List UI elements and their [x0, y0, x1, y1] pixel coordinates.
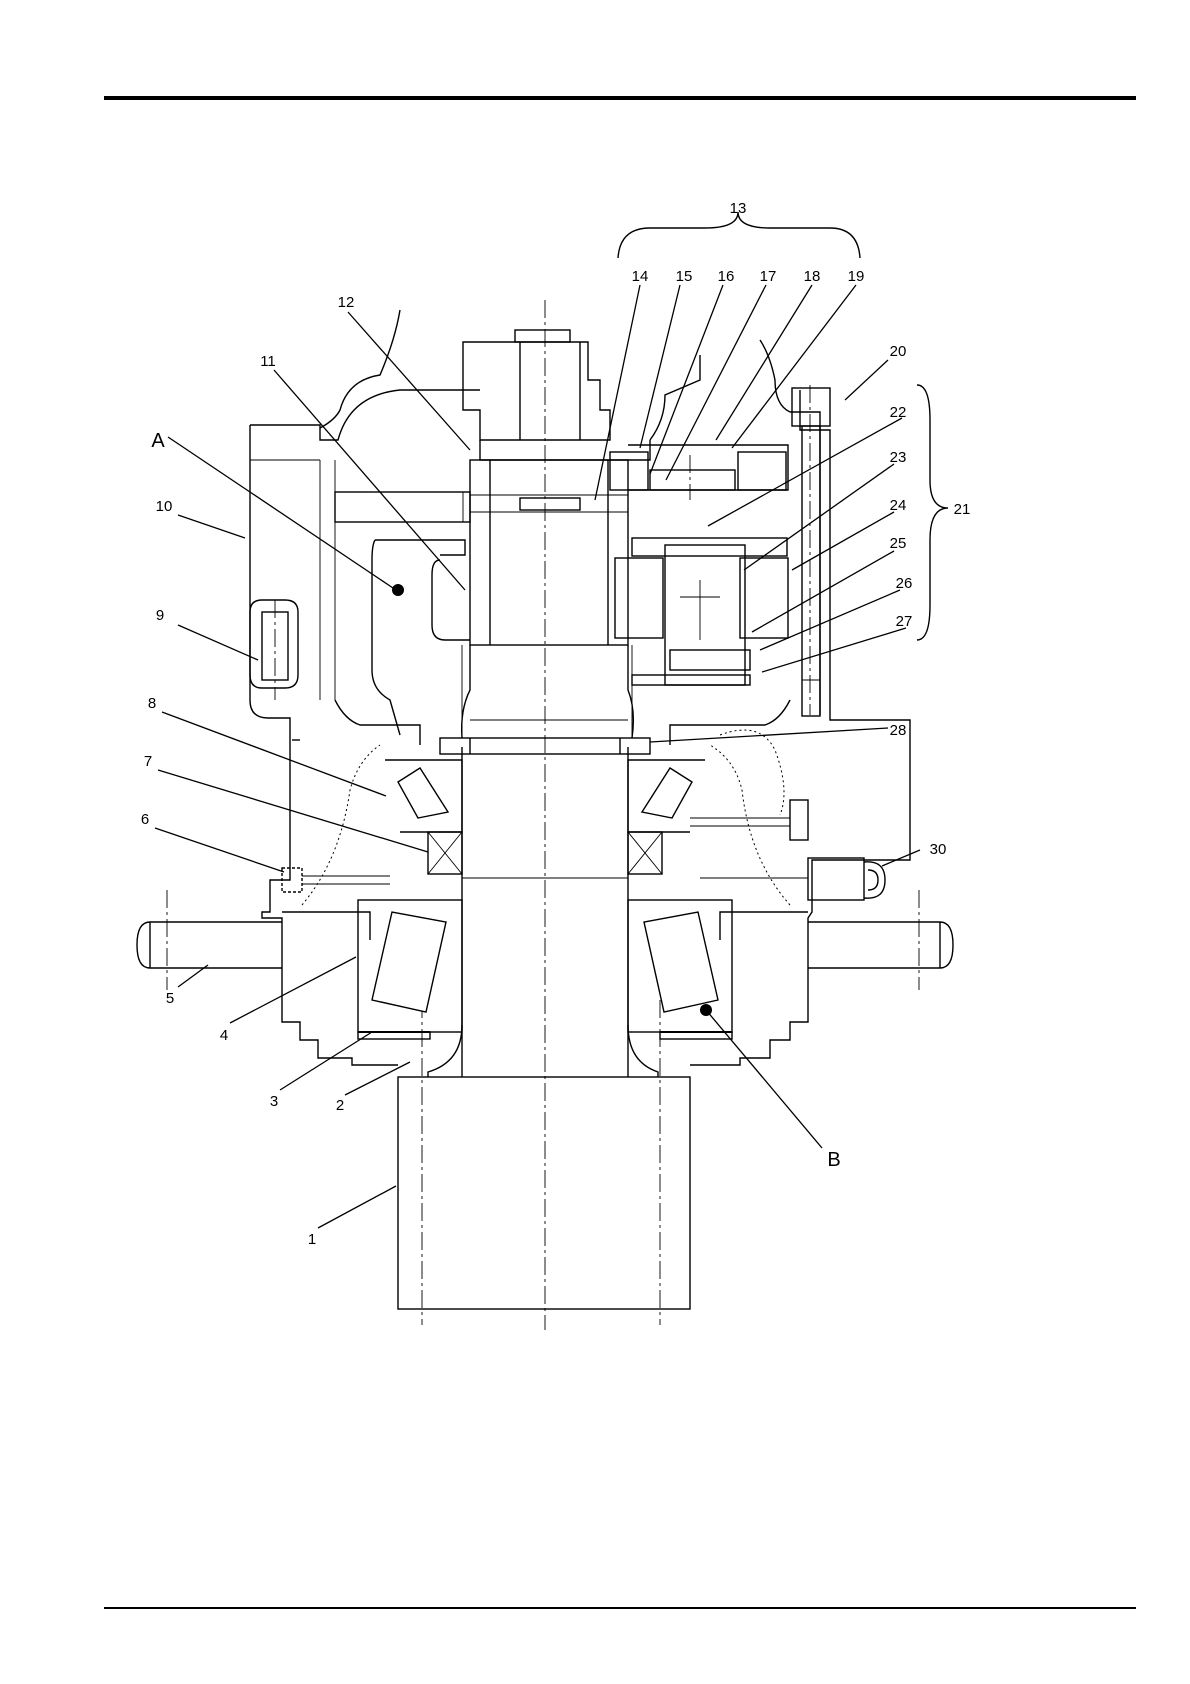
- label-30: 30: [930, 841, 947, 858]
- label-11: 11: [260, 353, 276, 370]
- label-1: 1: [308, 1231, 316, 1248]
- label-2: 2: [336, 1097, 344, 1114]
- label-23: 23: [890, 449, 907, 466]
- cylinder-block: [335, 460, 633, 738]
- label-16: 16: [718, 268, 735, 285]
- point-a-dot: [392, 584, 404, 596]
- point-labels: A B: [151, 430, 840, 1171]
- label-26: 26: [896, 575, 913, 592]
- label-19: 19: [848, 268, 865, 285]
- label-6: 6: [141, 811, 149, 828]
- callout-labels: 13 14 15 16 17 18 19 12 11 20 22 23 21 2…: [141, 200, 971, 1248]
- label-27: 27: [896, 613, 913, 630]
- label-a: A: [151, 430, 165, 452]
- breather-fitting: [700, 858, 885, 900]
- label-14: 14: [632, 268, 649, 285]
- label-24: 24: [890, 497, 907, 514]
- label-13: 13: [730, 200, 747, 217]
- label-8: 8: [148, 695, 156, 712]
- label-12: 12: [338, 294, 355, 311]
- label-22: 22: [890, 404, 907, 421]
- label-3: 3: [270, 1093, 278, 1110]
- label-b: B: [827, 1149, 840, 1171]
- label-9: 9: [156, 607, 164, 624]
- label-28: 28: [890, 722, 907, 739]
- label-17: 17: [760, 268, 777, 285]
- label-4: 4: [220, 1027, 228, 1044]
- label-18: 18: [804, 268, 821, 285]
- label-7: 7: [144, 753, 152, 770]
- label-5: 5: [166, 990, 174, 1007]
- label-21: 21: [954, 501, 971, 518]
- label-15: 15: [676, 268, 693, 285]
- label-20: 20: [890, 343, 907, 360]
- label-25: 25: [890, 535, 907, 552]
- center-lines: [167, 300, 919, 1330]
- label-10: 10: [156, 498, 173, 515]
- lower-housing: [262, 730, 910, 1065]
- point-b-dot: [700, 1004, 712, 1016]
- relief-plug: [250, 600, 298, 688]
